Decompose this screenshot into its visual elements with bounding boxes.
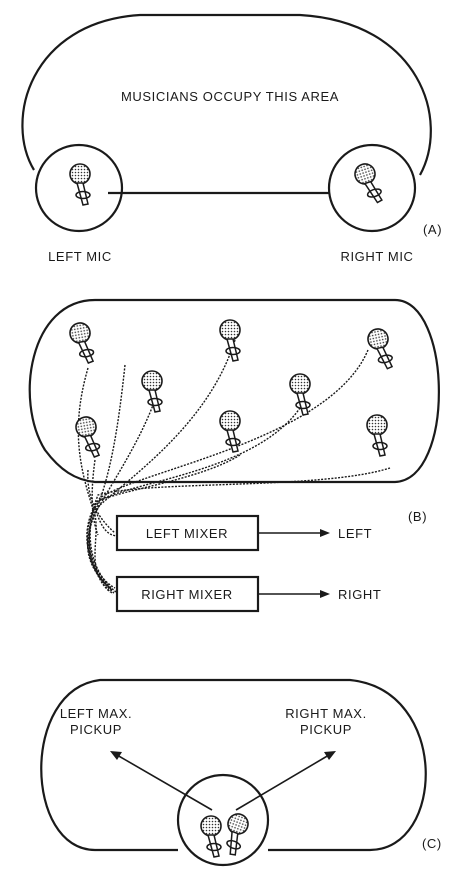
microphone-icon: [289, 373, 311, 416]
panel-b: LEFT MIXER RIGHT MIXER LEFT RIGHT (B): [28, 298, 440, 613]
microphone-icon: [365, 326, 396, 373]
left-mic-circle: [34, 143, 124, 233]
left-pickup-arrow: [116, 754, 213, 811]
stereo-area-outline: [40, 678, 427, 852]
microphone-icon: [366, 414, 388, 457]
left-output-label: LEFT: [338, 526, 372, 541]
musicians-area-outline: [21, 13, 432, 195]
right-pickup-arrowhead: [324, 751, 336, 760]
left-mixer-box: [115, 514, 260, 552]
left-mic-label: LEFT MIC: [48, 249, 112, 264]
panel-b-tag: (B): [408, 509, 427, 524]
left-pickup-label-line2: PICKUP: [70, 722, 122, 737]
right-stereo-microphone-icon: [217, 810, 252, 858]
right-mic-label: RIGHT MIC: [340, 249, 413, 264]
left-microphone-icon: [69, 163, 91, 206]
microphone-icon: [219, 410, 241, 453]
left-pickup-label-line1: LEFT MAX.: [60, 706, 132, 721]
left-mixer-label: LEFT MIXER: [146, 526, 228, 541]
right-output-label: RIGHT: [338, 587, 381, 602]
microphone-icon: [73, 414, 103, 461]
microphone-icon: [219, 319, 241, 362]
right-pickup-arrow: [235, 754, 330, 811]
right-mixer-label: RIGHT MIXER: [141, 587, 233, 602]
right-mic-circle: [327, 143, 417, 233]
panel-c-tag: (C): [422, 836, 442, 851]
mic-cables: [77, 339, 391, 595]
ensemble-area-outline: [28, 298, 440, 484]
right-output-arrowhead: [320, 590, 330, 598]
left-stereo-microphone-icon: [200, 815, 222, 858]
right-pickup-label-line1: RIGHT MAX.: [285, 706, 367, 721]
right-microphone-icon: [351, 160, 385, 208]
panel-a-tag: (A): [423, 222, 442, 237]
right-pickup-label-line2: PICKUP: [300, 722, 352, 737]
microphone-icon: [141, 370, 163, 413]
panel-c: LEFT MAX. PICKUP RIGHT MAX. PICKUP (C): [40, 678, 442, 867]
panel-a: MUSICIANS OCCUPY THIS AREA LEFT MIC RIGH…: [21, 13, 442, 264]
musicians-area-label: MUSICIANS OCCUPY THIS AREA: [121, 89, 339, 104]
microphone-icon: [67, 320, 97, 367]
stereo-mic-circle: [176, 773, 270, 867]
left-pickup-arrowhead: [110, 751, 122, 760]
left-output-arrowhead: [320, 529, 330, 537]
